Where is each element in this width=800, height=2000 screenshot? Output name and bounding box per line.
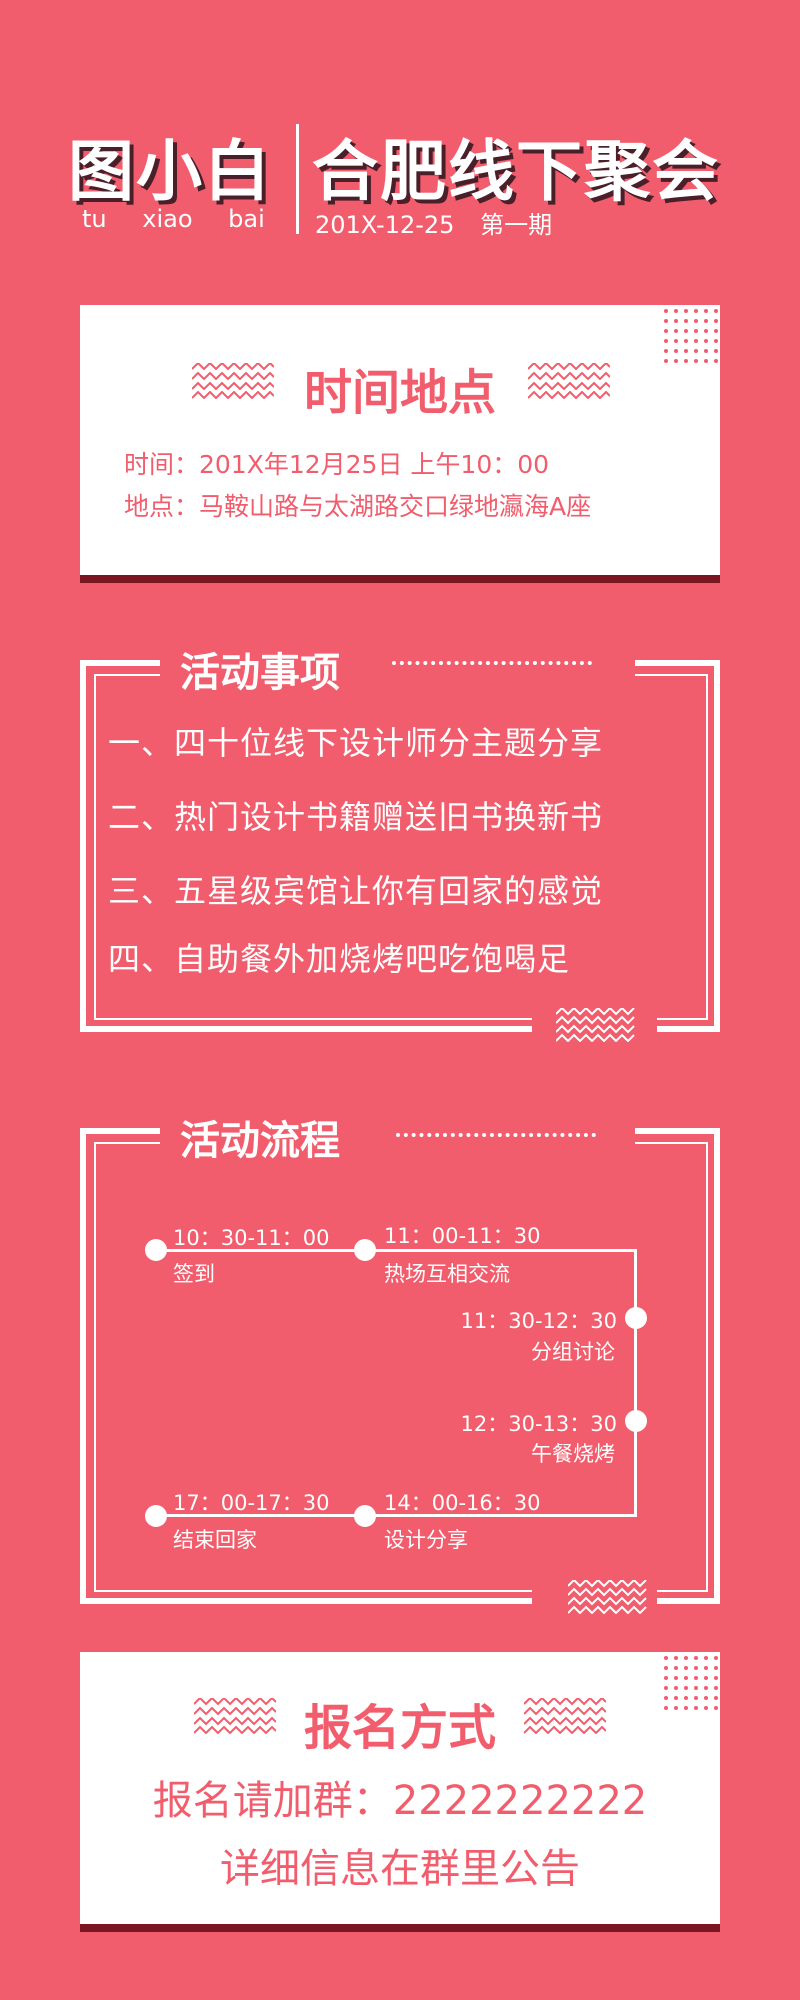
signup-card: 报名方式 报名请加群：2222222222 详细信息在群里公告 [80, 1652, 720, 1924]
step-label: 午餐烧烤 [531, 1442, 615, 1466]
activity-item: 三、五星级宾馆让你有回家的感觉 [108, 872, 604, 910]
zigzag-left-decoration [192, 363, 274, 399]
title-dotted-line [396, 1133, 596, 1137]
brand-pinyin: tu xiao bai [82, 205, 265, 233]
event-subtitle: 201X-12-25 第一期 [315, 211, 553, 239]
step-time: 11：30-12：30 [460, 1309, 617, 1333]
step-time: 10：30-11：00 [173, 1226, 330, 1250]
signup-title: 报名方式 [303, 1700, 496, 1756]
header-divider [296, 124, 299, 234]
event-title: 合肥线下聚会 [312, 133, 720, 210]
timeline-node [354, 1239, 376, 1261]
step-label: 签到 [173, 1262, 215, 1286]
time-place-card: 时间地点 时间：201X年12月25日 上午10：00 地点：马鞍山路与太湖路交… [80, 305, 720, 575]
dot-pattern-decoration [664, 309, 718, 363]
zigzag-right-decoration [524, 1698, 606, 1734]
signup-note: 详细信息在群里公告 [220, 1846, 580, 1892]
timeline-node [354, 1505, 376, 1527]
event-time: 时间：201X年12月25日 上午10：00 [124, 450, 550, 479]
timeline-line-bottom [156, 1514, 636, 1517]
title-dotted-line [392, 661, 592, 665]
activity-item: 四、自助餐外加烧烤吧吃饱喝足 [108, 940, 571, 978]
time-place-title: 时间地点 [303, 365, 496, 421]
step-label: 热场互相交流 [384, 1262, 510, 1286]
zigzag-right-decoration [528, 363, 610, 399]
zigzag-decoration [568, 1580, 647, 1614]
title-gap [160, 650, 635, 686]
flow-title: 活动流程 [180, 1118, 340, 1164]
step-time: 12：30-13：30 [460, 1412, 617, 1436]
bottom-gap [532, 1010, 657, 1042]
timeline-node [625, 1410, 647, 1432]
timeline-line-top [156, 1249, 636, 1252]
signup-group: 报名请加群：2222222222 [152, 1778, 648, 1824]
step-label: 分组讨论 [531, 1340, 615, 1364]
activity-item: 二、热门设计书籍赠送旧书换新书 [108, 798, 604, 836]
step-label: 结束回家 [173, 1528, 257, 1552]
step-time: 11：00-11：30 [384, 1224, 541, 1248]
dot-pattern-decoration [664, 1656, 718, 1710]
timeline-line-right [634, 1249, 637, 1517]
step-label: 设计分享 [384, 1528, 468, 1552]
activity-item: 一、四十位线下设计师分主题分享 [108, 724, 604, 762]
activities-title: 活动事项 [180, 650, 340, 696]
step-time: 17：00-17：30 [173, 1491, 330, 1515]
zigzag-decoration [556, 1008, 635, 1042]
timeline-node [625, 1307, 647, 1329]
event-place: 地点：马鞍山路与太湖路交口绿地瀛海A座 [124, 492, 592, 521]
timeline-node [145, 1239, 167, 1261]
step-time: 14：00-16：30 [384, 1491, 541, 1515]
zigzag-left-decoration [194, 1698, 276, 1734]
timeline-node [145, 1505, 167, 1527]
brand-name: 图小白 [68, 133, 272, 210]
